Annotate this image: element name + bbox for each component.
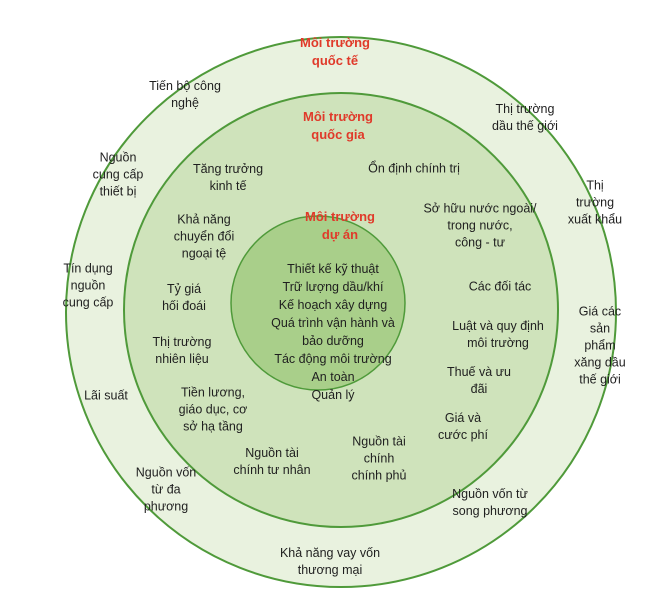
inner-item: Quá trình vận hành và [271, 316, 395, 330]
middle-ring-title: Môi trường quốc gia [303, 109, 373, 142]
middle-item: Giá và cước phí [438, 411, 488, 442]
outer-ring-title: Môi trường quốc tế [300, 35, 370, 68]
inner-item: Tác động môi trường [274, 352, 392, 366]
inner-item: Thiết kế kỹ thuật [287, 262, 379, 276]
inner-item: Quản lý [311, 388, 355, 402]
outer-item: Nguồn vốn từ đa phương [135, 465, 197, 514]
inner-item: Kế hoạch xây dựng [278, 298, 388, 312]
outer-item: Giá các sản phẩm xăng dầu thế giới [574, 304, 626, 387]
outer-item: Nguồn vốn từ song phương [452, 487, 528, 518]
middle-item: Thuế và ưu đãi [447, 365, 511, 396]
inner-item: An toàn [311, 370, 355, 384]
middle-item: Ổn định chính trị [368, 161, 460, 176]
inner-item: bảo dưỡng [302, 334, 364, 348]
outer-item: Nguồn cung cấp thiết bị [92, 150, 144, 199]
outer-item: Tín dụng nguồn cung cấp [62, 261, 114, 310]
middle-item: Nguồn tài chính chính phủ [351, 434, 407, 483]
inner-item: Trữ lượng dầu/khí [282, 280, 384, 294]
inner-circle-title: Môi trường dự án [305, 209, 375, 242]
outer-item: Lãi suất [84, 388, 128, 403]
middle-item: Tỷ giá hối đoái [162, 282, 206, 313]
middle-item: Các đối tác [468, 279, 532, 294]
middle-item: Sở hữu nước ngoài/ trong nước, công - tư [423, 201, 537, 250]
middle-item: Nguồn tài chính tư nhân [233, 446, 311, 477]
middle-item: Luật và quy định môi trường [452, 319, 544, 350]
middle-item: Thị trường nhiên liệu [152, 335, 212, 366]
outer-item: Khả năng vay vốn thương mại [279, 546, 381, 577]
middle-item: Tăng trưởng kinh tế [192, 162, 264, 193]
middle-item: Khả năng chuyển đổi ngoại tệ [173, 212, 235, 261]
outer-item: Thị trường dầu thế giới [492, 102, 558, 133]
outer-item: Thị trường xuất khẩu [567, 178, 623, 227]
inner-circle-project [230, 215, 406, 391]
middle-item: Tiền lương, giáo dục, cơ sở hạ tầng [178, 385, 248, 434]
outer-item: Tiến bộ công nghệ [149, 79, 221, 110]
